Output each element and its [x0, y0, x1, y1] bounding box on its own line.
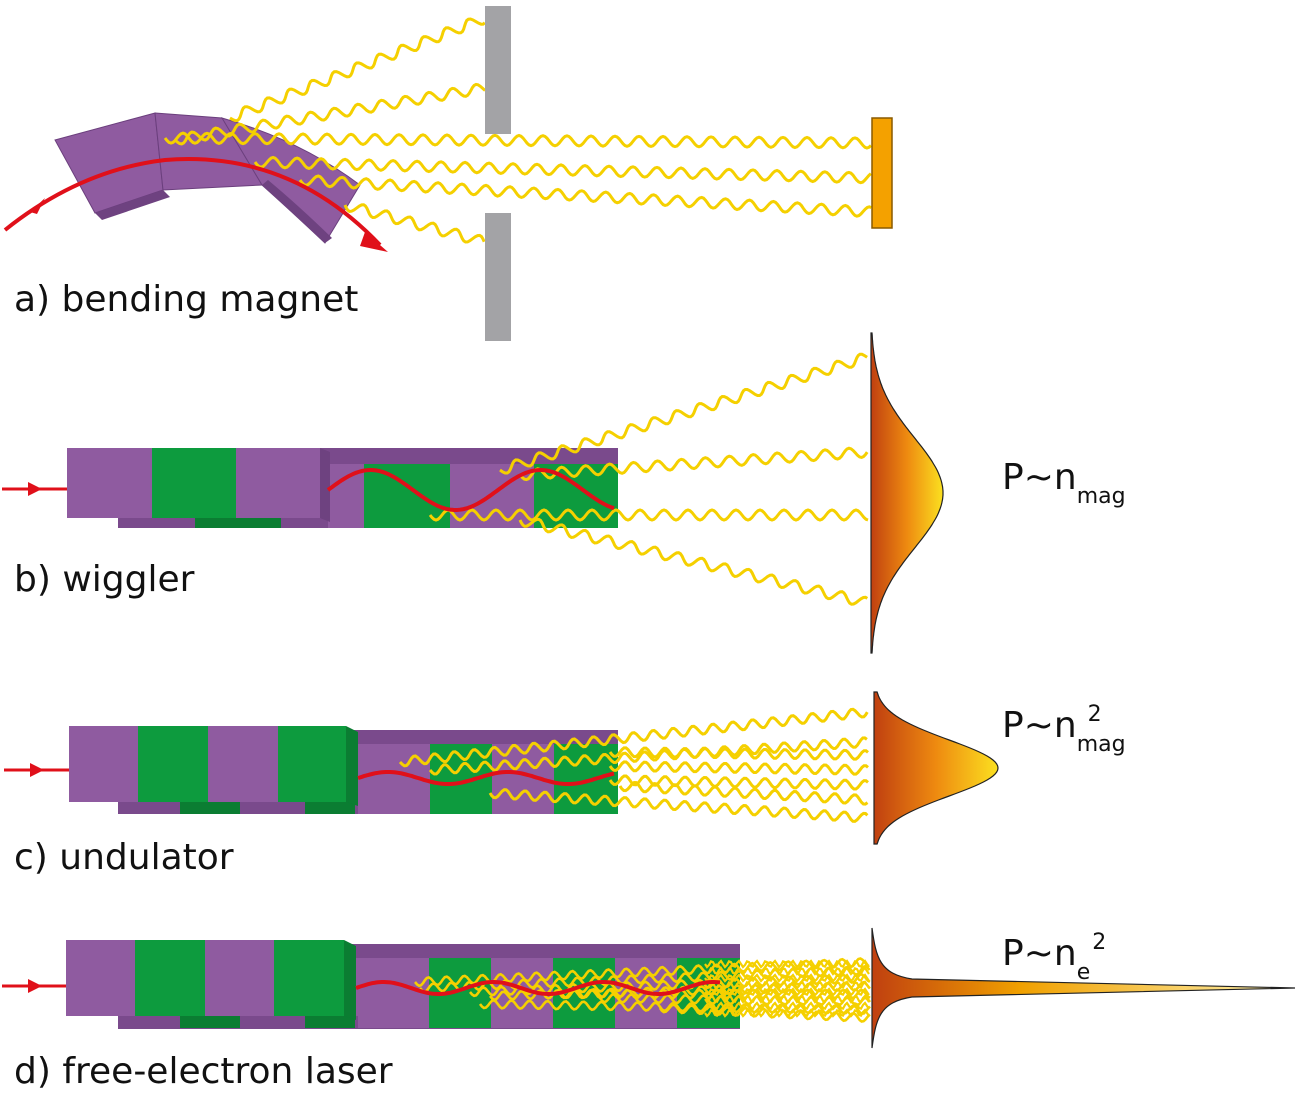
undulator-radiation: [398, 707, 869, 823]
radiation-wave: [608, 746, 869, 761]
electron-beam: [357, 770, 615, 786]
magnet-pole: [430, 744, 492, 814]
radiation-wave: [704, 973, 870, 983]
magnet-pole: [328, 464, 364, 528]
formula-subscript: mag: [1076, 484, 1126, 509]
radiation-wave: [704, 987, 870, 997]
magnet-pole: [66, 940, 135, 1016]
magnet-pole: [69, 726, 138, 802]
formula-subscript: mag: [1076, 732, 1126, 757]
intensity-profile: [870, 332, 944, 654]
panel-a-bending-magnet: [3, 6, 893, 341]
detector: [871, 117, 893, 229]
radiation-wave: [518, 517, 869, 606]
radiation-wave: [704, 1008, 870, 1018]
label-free-electron-laser: d) free-electron laser: [14, 1051, 393, 1092]
power-formula-wiggler: P~nmag: [1002, 460, 1126, 508]
formula-superscript: 2: [1092, 930, 1107, 955]
radiation-wave: [704, 966, 870, 976]
formula-main: P~n: [1002, 457, 1077, 498]
panel-d-free-electron-laser: [2, 927, 1296, 1049]
radiation-wave: [704, 980, 870, 990]
radiation-wave: [163, 131, 873, 150]
panel-c-undulator: [4, 691, 999, 845]
magnet-pole: [152, 448, 236, 518]
radiation-wave: [428, 736, 868, 776]
magnet-pole: [205, 940, 274, 1016]
aperture-slit-bottom: [485, 213, 511, 341]
radiation-wave: [428, 508, 869, 522]
radiation-wave: [704, 1001, 870, 1011]
electron-exit-arrowhead: [360, 232, 388, 252]
radiation-wave: [488, 788, 869, 823]
radiation-wave: [253, 155, 872, 185]
electron-beam: [3, 157, 382, 247]
radiation-wave: [469, 973, 871, 998]
aperture-slit-top: [485, 6, 511, 134]
label-wiggler: b) wiggler: [14, 559, 195, 600]
radiation-wave: [518, 446, 869, 482]
power-formula-fel: P~ne2: [1002, 932, 1106, 984]
electron-beam: [355, 980, 721, 996]
electron-direction-arrow: [30, 198, 45, 214]
radiation-wave: [229, 17, 486, 123]
wiggler-radiation: [428, 352, 869, 606]
label-bending-magnet: a) bending magnet: [14, 279, 359, 320]
magnet-pole: [138, 726, 208, 802]
magnet-pole: [364, 464, 450, 528]
radiation-wave: [618, 780, 869, 806]
bending-magnet-radiation: [163, 17, 873, 244]
magnet-pole: [208, 726, 278, 802]
intensity-profile: [873, 691, 999, 845]
magnet-pole: [236, 448, 320, 518]
formula-main: P~n: [1002, 705, 1077, 746]
formula-subscript: e: [1076, 960, 1091, 985]
radiation-wave: [343, 203, 486, 244]
magnet-pole: [278, 726, 346, 802]
radiation-wave: [298, 174, 872, 218]
power-formula-undulator: P~nmag 2: [1002, 702, 1126, 756]
label-undulator: c) undulator: [14, 837, 234, 878]
electron-direction-arrow: [30, 763, 44, 777]
magnet-pole: [67, 448, 152, 518]
magnet-pole: [355, 958, 429, 1028]
radiation-wave: [704, 959, 870, 969]
radiation-wave: [398, 707, 869, 768]
formula-superscript: 2: [1087, 702, 1102, 727]
magnet-pole: [274, 940, 344, 1016]
electron-beam: [326, 468, 615, 512]
panel-b-wiggler: [2, 332, 944, 654]
electron-direction-arrow: [28, 979, 42, 993]
electron-direction-arrow: [28, 482, 42, 496]
formula-main: P~n: [1002, 933, 1077, 974]
magnet-pole: [135, 940, 205, 1016]
radiation-wave: [499, 352, 868, 475]
radiation-wave: [704, 994, 870, 1004]
radiation-wave: [608, 760, 869, 776]
intensity-profile: [871, 927, 1296, 1049]
